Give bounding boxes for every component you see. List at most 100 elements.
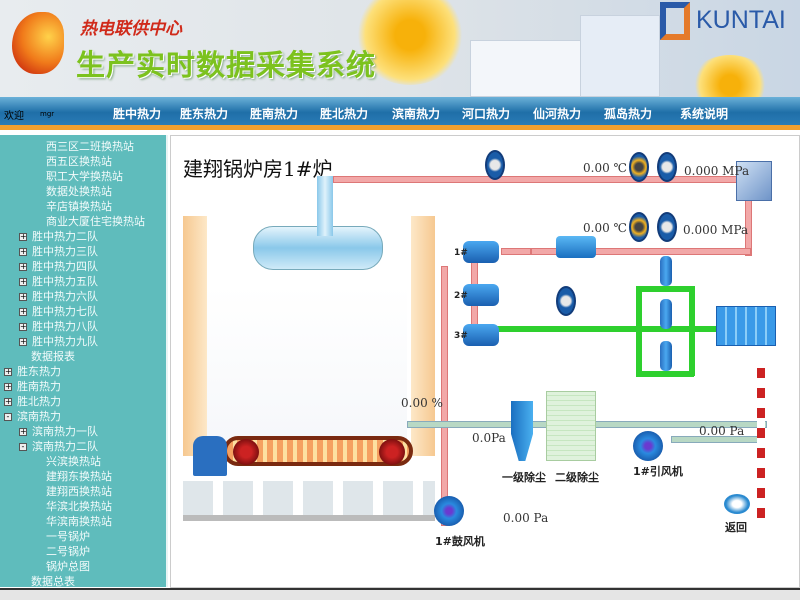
supply-temp: 0.00 ℃ — [583, 161, 627, 175]
tree-item[interactable]: +胜中热力九队 — [19, 333, 98, 348]
tree-item[interactable]: 二号锅炉 — [46, 543, 90, 558]
makeup-water-pipe — [471, 326, 716, 332]
tree-item-label: 建翔东换热站 — [46, 470, 112, 483]
circulating-pump-1[interactable] — [463, 241, 499, 263]
makeup-pump[interactable] — [660, 341, 672, 371]
makeup-pump[interactable] — [660, 256, 672, 286]
tree-item-label: 建翔西换热站 — [46, 485, 112, 498]
tree-item[interactable]: 数据报表 — [31, 348, 75, 363]
tree-item[interactable]: -滨南热力二队 — [19, 438, 98, 453]
building-decoration — [580, 15, 660, 97]
tree-item[interactable]: +胜北热力 — [4, 393, 61, 408]
expand-icon[interactable]: + — [19, 292, 27, 301]
expand-icon[interactable]: + — [4, 382, 12, 391]
expand-icon[interactable]: + — [4, 367, 12, 376]
tree-item[interactable]: +胜中热力二队 — [19, 228, 98, 243]
water-tank — [716, 306, 776, 346]
tree-item[interactable]: +胜中热力八队 — [19, 318, 98, 333]
expand-icon[interactable]: + — [19, 247, 27, 256]
tree-item-label: 锅炉总图 — [46, 560, 90, 573]
back-arrow-icon[interactable] — [724, 494, 750, 514]
tree-item[interactable]: -滨南热力 — [4, 408, 61, 423]
tree-item[interactable]: 西五区换热站 — [46, 153, 112, 168]
thermometer-icon — [629, 212, 649, 242]
tree-item-label: 胜中热力七队 — [32, 305, 98, 318]
dust-pressure: 0.0Pa — [472, 431, 506, 445]
tree-item[interactable]: + 胜中热力六队 — [19, 288, 98, 303]
pressure-gauge-icon — [657, 212, 677, 242]
tree-item[interactable]: 辛店镇换热站 — [46, 198, 112, 213]
nav-item[interactable]: 胜南热力 — [250, 107, 299, 121]
tree-item-label: 华滨北换热站 — [46, 500, 112, 513]
nav-item[interactable]: 河口热力 — [462, 107, 511, 121]
tree-item[interactable]: 华滨北换热站 — [46, 498, 112, 513]
supply-pressure: 0.000 MPa — [684, 164, 750, 178]
tree-item[interactable]: 职工大学换热站 — [46, 168, 123, 183]
tree-item[interactable]: 一号锅炉 — [46, 528, 90, 543]
expand-icon[interactable]: + — [19, 277, 27, 286]
blower-label: 1#鼓风机 — [435, 535, 485, 548]
nav-item[interactable]: 滨南热力 — [392, 107, 441, 121]
tree-item[interactable]: 建翔东换热站 — [46, 468, 112, 483]
tree-item[interactable]: 商业大厦住宅换热站 — [46, 213, 145, 228]
tree-item-label: 西五区换热站 — [46, 155, 112, 168]
nav-item[interactable]: 仙河热力 — [533, 107, 582, 121]
tree-item-label: 商业大厦住宅换热站 — [46, 215, 145, 228]
tree-item-label: 胜中热力六队 — [32, 290, 98, 303]
drum-riser — [317, 176, 333, 236]
primary-dust-collector — [511, 401, 533, 461]
return-pipe — [531, 248, 751, 255]
expand-icon[interactable]: + — [19, 232, 27, 241]
collapse-icon[interactable]: - — [4, 413, 12, 421]
expand-icon[interactable]: + — [19, 322, 27, 331]
return-pipe — [501, 248, 531, 255]
tree-item[interactable]: 锅炉总图 — [46, 558, 90, 573]
nav-item[interactable]: 孤岛热力 — [604, 107, 653, 121]
pressure-gauge-icon — [657, 152, 677, 182]
building-icon — [736, 161, 772, 201]
coal-hopper — [193, 436, 227, 476]
tree-item[interactable]: 兴滨换热站 — [46, 453, 101, 468]
blower-pressure: 0.00 Pa — [503, 511, 549, 525]
tree-item-label: 二号锅炉 — [46, 545, 90, 558]
induced-fan[interactable] — [633, 431, 663, 461]
expand-icon[interactable]: + — [4, 397, 12, 406]
tree-item[interactable]: 数据总表 — [31, 573, 75, 587]
nav-item[interactable]: 系统说明 — [680, 107, 729, 121]
makeup-pump[interactable] — [660, 299, 672, 329]
nav-item[interactable]: 胜东热力 — [180, 107, 229, 121]
nav-item[interactable]: 胜中热力 — [113, 107, 162, 121]
welcome-text: 欢迎 — [4, 111, 24, 122]
header-banner: 热电联供中心 生产实时数据采集系统 KUNTAI — [0, 0, 800, 97]
tree-item[interactable]: 数据处换热站 — [46, 183, 112, 198]
expand-icon[interactable]: + — [19, 307, 27, 316]
circulating-pump-2[interactable] — [463, 284, 499, 306]
tree-item[interactable]: +胜东热力 — [4, 363, 61, 378]
expand-icon[interactable]: + — [19, 262, 27, 271]
tree-item[interactable]: 建翔西换热站 — [46, 483, 112, 498]
tree-item-label: 滨南热力 — [17, 410, 61, 423]
building-decoration — [470, 40, 590, 97]
return-temp: 0.00 ℃ — [583, 221, 627, 235]
makeup-water-pipe — [636, 286, 694, 292]
tree-item[interactable]: 西三区二班换热站 — [46, 138, 134, 153]
circulating-pump-3[interactable] — [463, 324, 499, 346]
tree-item[interactable]: 华滨南换热站 — [46, 513, 112, 528]
tree-item-label: 胜中热力四队 — [32, 260, 98, 273]
expand-icon[interactable]: + — [19, 427, 27, 436]
tree-item[interactable]: + 胜中热力四队 — [19, 258, 98, 273]
tree-item[interactable]: +胜南热力 — [4, 378, 61, 393]
nav-item[interactable]: 胜北热力 — [320, 107, 369, 121]
collapse-icon[interactable]: - — [19, 443, 27, 451]
tree-item[interactable]: +胜中热力三队 — [19, 243, 98, 258]
boiler-diagram: 建翔锅炉房1#炉 1# 2# 3# 0.00 ℃ 0.000 MPa 0.00 … — [170, 135, 800, 588]
blower-fan[interactable] — [434, 496, 464, 526]
chimney — [757, 368, 765, 518]
induced-fan-label: 1#引风机 — [633, 465, 683, 478]
expand-icon[interactable]: + — [19, 337, 27, 346]
tree-item[interactable]: +胜中热力五队 — [19, 273, 98, 288]
back-button[interactable]: 返回 — [725, 521, 747, 534]
tree-item[interactable]: + 胜中热力七队 — [19, 303, 98, 318]
air-chamber — [183, 481, 435, 521]
tree-item[interactable]: +滨南热力一队 — [19, 423, 98, 438]
